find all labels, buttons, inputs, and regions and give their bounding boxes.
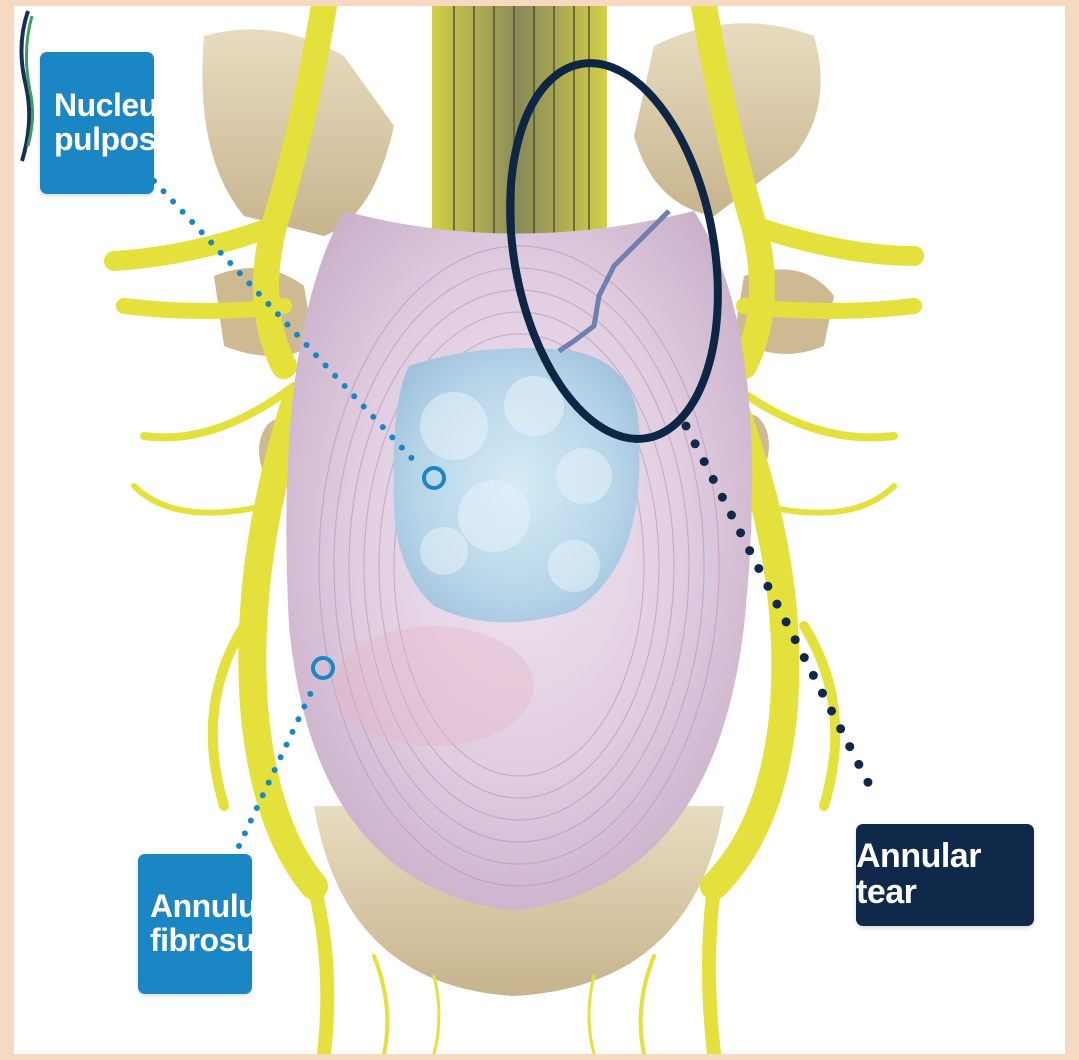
spine-logo-icon [14,6,38,166]
spinal-cord [432,6,607,236]
annular-tear-label: Annular tear [856,824,1034,926]
tear-label-text: Annular tear [856,839,1034,910]
nucleus-label-line1: Nucleus [54,89,154,123]
nucleus-pulposus-label: Nucleus pulposus [40,52,154,194]
annulus-label-line2: fibrosus [150,924,252,958]
annulus-fibrosus-label: Annulus fibrosus [138,854,252,994]
illustration-frame: Nucleus pulposus Annulus fibrosus Annula… [14,6,1065,1054]
nucleus-label-line2: pulposus [54,123,154,157]
annulus-label-line1: Annulus [150,890,252,924]
